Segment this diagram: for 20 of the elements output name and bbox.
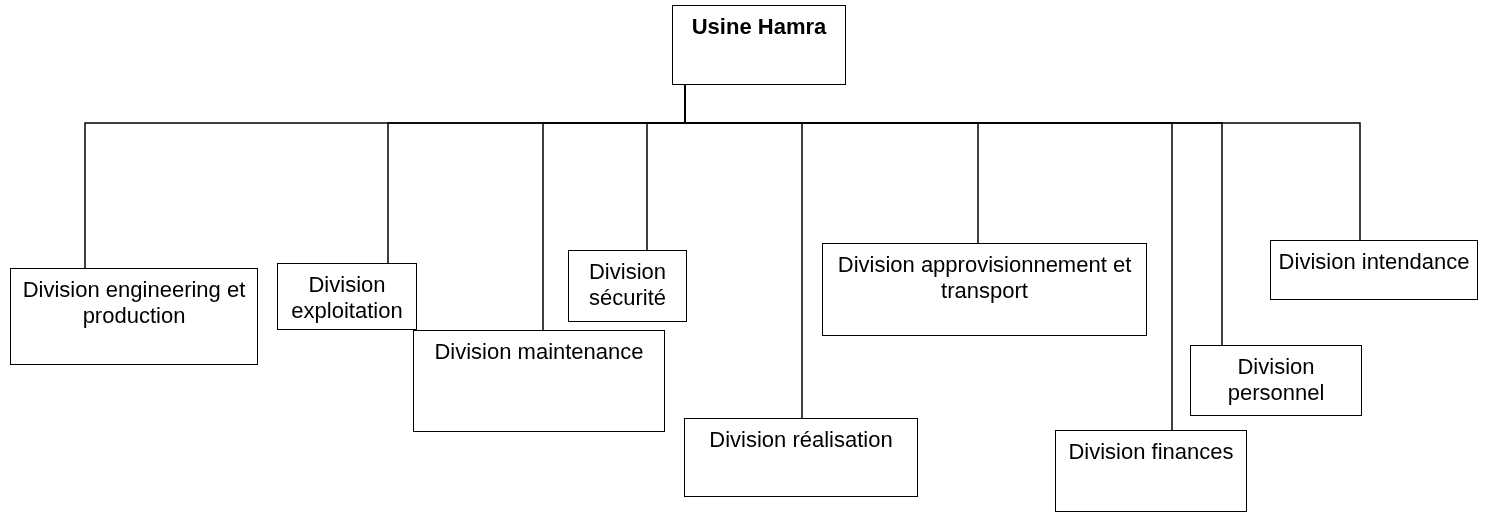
division-box xyxy=(568,250,687,322)
division-box xyxy=(1270,240,1478,300)
division-box xyxy=(413,330,665,432)
division-name: Division réalisation xyxy=(709,427,893,453)
division-name: Division finances xyxy=(1068,439,1234,465)
division-name: Division intendance xyxy=(1278,249,1470,275)
division-box xyxy=(1190,345,1362,416)
division-box xyxy=(10,268,258,365)
division-name: Division personnel xyxy=(1226,354,1326,406)
division-name: Division engineering et production xyxy=(21,277,247,329)
division-name: Division approvisionnement et transport xyxy=(836,252,1133,304)
division-name: Division exploitation xyxy=(290,272,404,324)
division-box xyxy=(1055,430,1247,512)
division-name: Division maintenance xyxy=(434,339,644,365)
plant-name: Usine Hamra xyxy=(691,14,827,40)
division-box xyxy=(684,418,918,497)
division-name: Division sécurité xyxy=(587,259,667,311)
plant-box xyxy=(672,5,846,85)
division-box xyxy=(277,263,417,330)
division-box xyxy=(822,243,1147,336)
